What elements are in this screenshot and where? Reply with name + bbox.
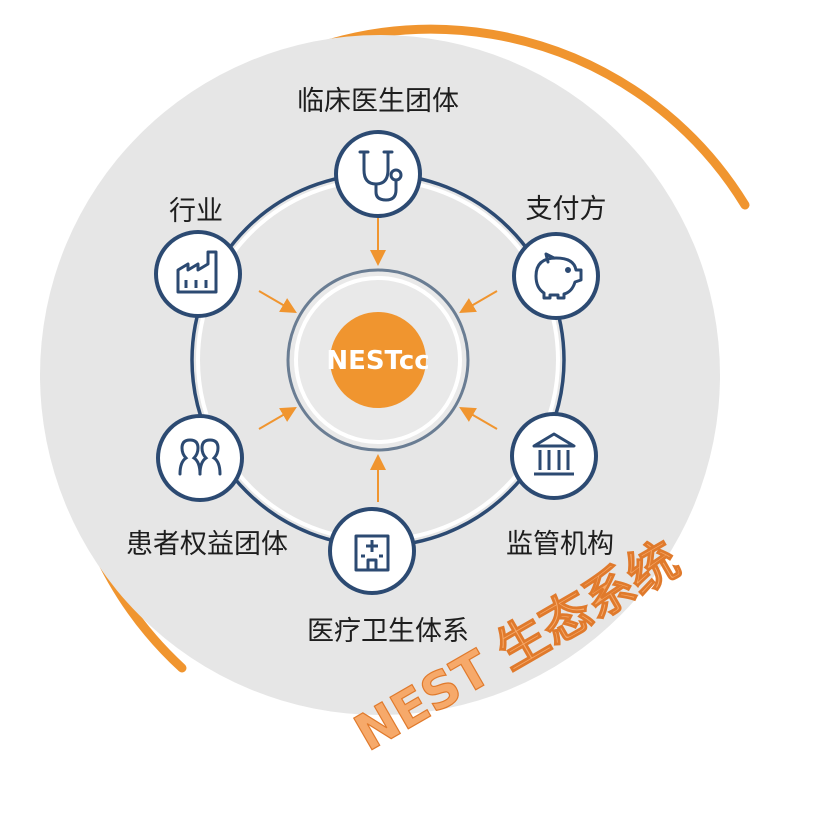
node-label-health-systems: 医疗卫生体系 xyxy=(307,616,469,647)
node-patient-groups: 患者权益团体 xyxy=(126,414,288,560)
node-clinicians: 临床医生团体 xyxy=(297,86,459,218)
arrows xyxy=(258,218,498,502)
arrow-top-left xyxy=(258,290,297,314)
people-icon xyxy=(178,438,222,476)
stethoscope-icon xyxy=(358,150,403,202)
node-label-payers: 支付方 xyxy=(526,194,607,225)
node-label-regulators: 监管机构 xyxy=(506,529,614,560)
node-label-clinicians: 临床医生团体 xyxy=(297,86,459,117)
government-building-icon xyxy=(532,432,576,476)
center-ring-gap xyxy=(294,276,462,444)
center-core xyxy=(330,312,426,408)
node-label-industry: 行业 xyxy=(169,196,223,227)
center-label: NESTcc xyxy=(326,346,429,376)
factory-icon xyxy=(176,250,218,294)
node-industry: 行业 xyxy=(154,196,242,318)
arrow-bottom-left xyxy=(258,406,297,430)
node-payers: 支付方 xyxy=(512,194,607,320)
hospital-icon xyxy=(354,534,390,572)
arrow-top-right xyxy=(459,290,498,314)
node-health-systems: 医疗卫生体系 xyxy=(307,507,469,647)
node-regulators: 监管机构 xyxy=(506,412,614,560)
piggy-bank-icon xyxy=(534,252,583,300)
arrow-bottom-right xyxy=(459,406,498,430)
node-label-patient-groups: 患者权益团体 xyxy=(126,529,288,560)
